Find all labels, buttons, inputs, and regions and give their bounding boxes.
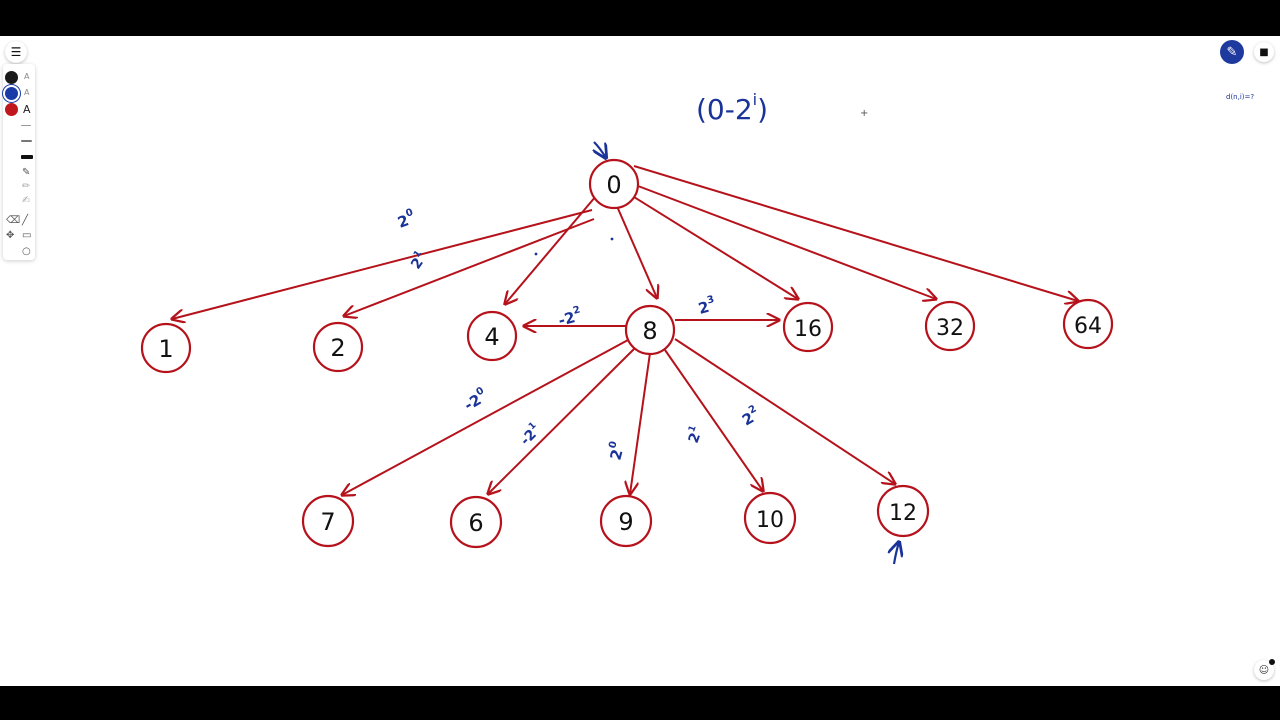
node-label-1: 1 bbox=[158, 335, 173, 363]
edge-0-8 bbox=[615, 203, 657, 298]
stroke-medium[interactable] bbox=[21, 140, 32, 142]
stroke-thick[interactable] bbox=[21, 155, 33, 159]
edge-8-6 bbox=[488, 348, 635, 494]
handwritten-title: (0-2i) bbox=[696, 90, 768, 126]
graph-drawing: 0 1 2 4 8 16 32 64 7 6 9 10 12 (0-2i) d(… bbox=[140, 90, 1254, 565]
edge-0-1 bbox=[172, 209, 593, 319]
node-label-16: 16 bbox=[794, 317, 822, 342]
title-base: (0-2 bbox=[696, 93, 753, 126]
color-black-swatch[interactable] bbox=[5, 71, 18, 84]
text-size-mid[interactable]: A bbox=[24, 88, 30, 97]
ink-dot bbox=[610, 237, 614, 241]
title-close-paren: ) bbox=[757, 93, 768, 126]
node-label-12: 12 bbox=[889, 501, 917, 526]
node-label-2: 2 bbox=[330, 334, 345, 362]
edge-0-2 bbox=[344, 218, 595, 316]
notification-dot bbox=[1269, 659, 1275, 665]
edge-label-base: 2 bbox=[606, 447, 626, 462]
edge-label-exp: 1 bbox=[412, 249, 424, 260]
edge-label-exp: 2 bbox=[572, 304, 582, 316]
node-label-10: 10 bbox=[756, 508, 784, 533]
corner-note: d(n,i)=? bbox=[1226, 93, 1254, 101]
edge-label-8-10: 21 bbox=[684, 424, 706, 445]
edge-label-8-12: 22 bbox=[738, 403, 763, 429]
edge-label-exp: 0 bbox=[404, 207, 414, 220]
edge-0-32 bbox=[637, 185, 936, 299]
node-label-7: 7 bbox=[320, 508, 335, 536]
move-icon[interactable]: ✥ bbox=[6, 230, 15, 241]
edge-0-64 bbox=[633, 165, 1078, 301]
stroke-thin[interactable] bbox=[21, 125, 31, 126]
pencil-icon[interactable]: ✎ bbox=[22, 167, 31, 178]
edge-label-8-7: -20 bbox=[460, 385, 491, 414]
color-red-swatch[interactable] bbox=[5, 103, 18, 116]
color-blue-swatch[interactable] bbox=[5, 87, 18, 100]
node-label-0: 0 bbox=[606, 171, 621, 199]
edge-label-base: -2 bbox=[556, 308, 577, 330]
node-circle-6 bbox=[449, 495, 503, 549]
marker-icon[interactable]: ✍ bbox=[22, 195, 31, 206]
pointer-arrow-target bbox=[894, 542, 899, 565]
edge-label-0-1: 20 bbox=[395, 207, 418, 232]
rectangle-icon[interactable]: ▭ bbox=[22, 230, 32, 241]
crosshair-cursor: + bbox=[860, 108, 868, 119]
line-icon[interactable]: ╱ bbox=[22, 215, 29, 226]
edge-label-8-6: -21 bbox=[516, 421, 544, 449]
edge-label-exp: 2 bbox=[747, 403, 759, 416]
user-icon[interactable]: ☺ bbox=[1254, 659, 1275, 680]
edge-label-exp: 3 bbox=[706, 294, 716, 306]
node-circle-10 bbox=[743, 491, 797, 545]
node-circle-0 bbox=[588, 158, 640, 210]
drawing-toolbar: A A A ✎ ✏ ✍ ⌫ ╱ ✥ ▭ ○ bbox=[3, 64, 35, 260]
pen-icon[interactable]: ✎ bbox=[1220, 40, 1244, 64]
edge-8-12 bbox=[674, 338, 895, 484]
highlighter-icon[interactable]: ✏ bbox=[22, 181, 31, 192]
sticky-note-icon[interactable]: ■ bbox=[1254, 42, 1274, 62]
edge-label-base: 2 bbox=[696, 298, 711, 318]
edge-label-8-9: 20 bbox=[605, 440, 629, 462]
eraser-icon[interactable]: ⌫ bbox=[6, 215, 21, 226]
edge-8-7 bbox=[342, 339, 629, 495]
pointer-arrow-root bbox=[594, 141, 606, 158]
edge-label-8-4: -22 bbox=[556, 304, 584, 329]
edge-8-10 bbox=[664, 349, 763, 491]
ink-dot bbox=[534, 252, 538, 256]
edge-label-base: -2 bbox=[461, 391, 484, 415]
text-size-small[interactable]: A bbox=[24, 72, 30, 81]
node-label-6: 6 bbox=[468, 509, 483, 537]
edge-label-exp: 0 bbox=[607, 440, 619, 450]
edge-8-9 bbox=[630, 352, 651, 494]
circle-icon[interactable]: ○ bbox=[22, 246, 31, 257]
edge-0-4 bbox=[505, 195, 597, 304]
node-circle-8 bbox=[624, 304, 676, 356]
text-size-large[interactable]: A bbox=[23, 103, 31, 116]
node-circle-16 bbox=[782, 301, 834, 353]
edge-0-16 bbox=[633, 196, 798, 299]
node-circle-1 bbox=[140, 322, 192, 374]
edge-label-8-16: 23 bbox=[696, 294, 718, 318]
node-circle-9 bbox=[599, 494, 653, 548]
edge-label-exp: 0 bbox=[474, 385, 486, 398]
node-circle-2 bbox=[312, 321, 364, 373]
node-circle-64 bbox=[1062, 298, 1114, 350]
node-circle-32 bbox=[924, 300, 976, 352]
title-exponent: i bbox=[753, 90, 757, 109]
edge-label-exp: 1 bbox=[687, 424, 699, 433]
edge-label-exp: 1 bbox=[527, 421, 539, 433]
whiteboard-canvas-area[interactable]: ☰ A A A ✎ ✏ ✍ ⌫ ╱ ✥ ▭ ○ ✎ ■ ☺ bbox=[0, 36, 1280, 686]
node-circle-12 bbox=[876, 484, 930, 538]
hamburger-menu-icon[interactable]: ☰ bbox=[5, 41, 27, 63]
node-label-64: 64 bbox=[1074, 314, 1102, 339]
node-circle-4 bbox=[466, 310, 518, 362]
node-label-8: 8 bbox=[642, 317, 657, 345]
node-label-4: 4 bbox=[484, 323, 499, 351]
node-label-9: 9 bbox=[618, 508, 633, 536]
node-circle-7 bbox=[301, 494, 355, 548]
node-label-32: 32 bbox=[936, 316, 964, 341]
